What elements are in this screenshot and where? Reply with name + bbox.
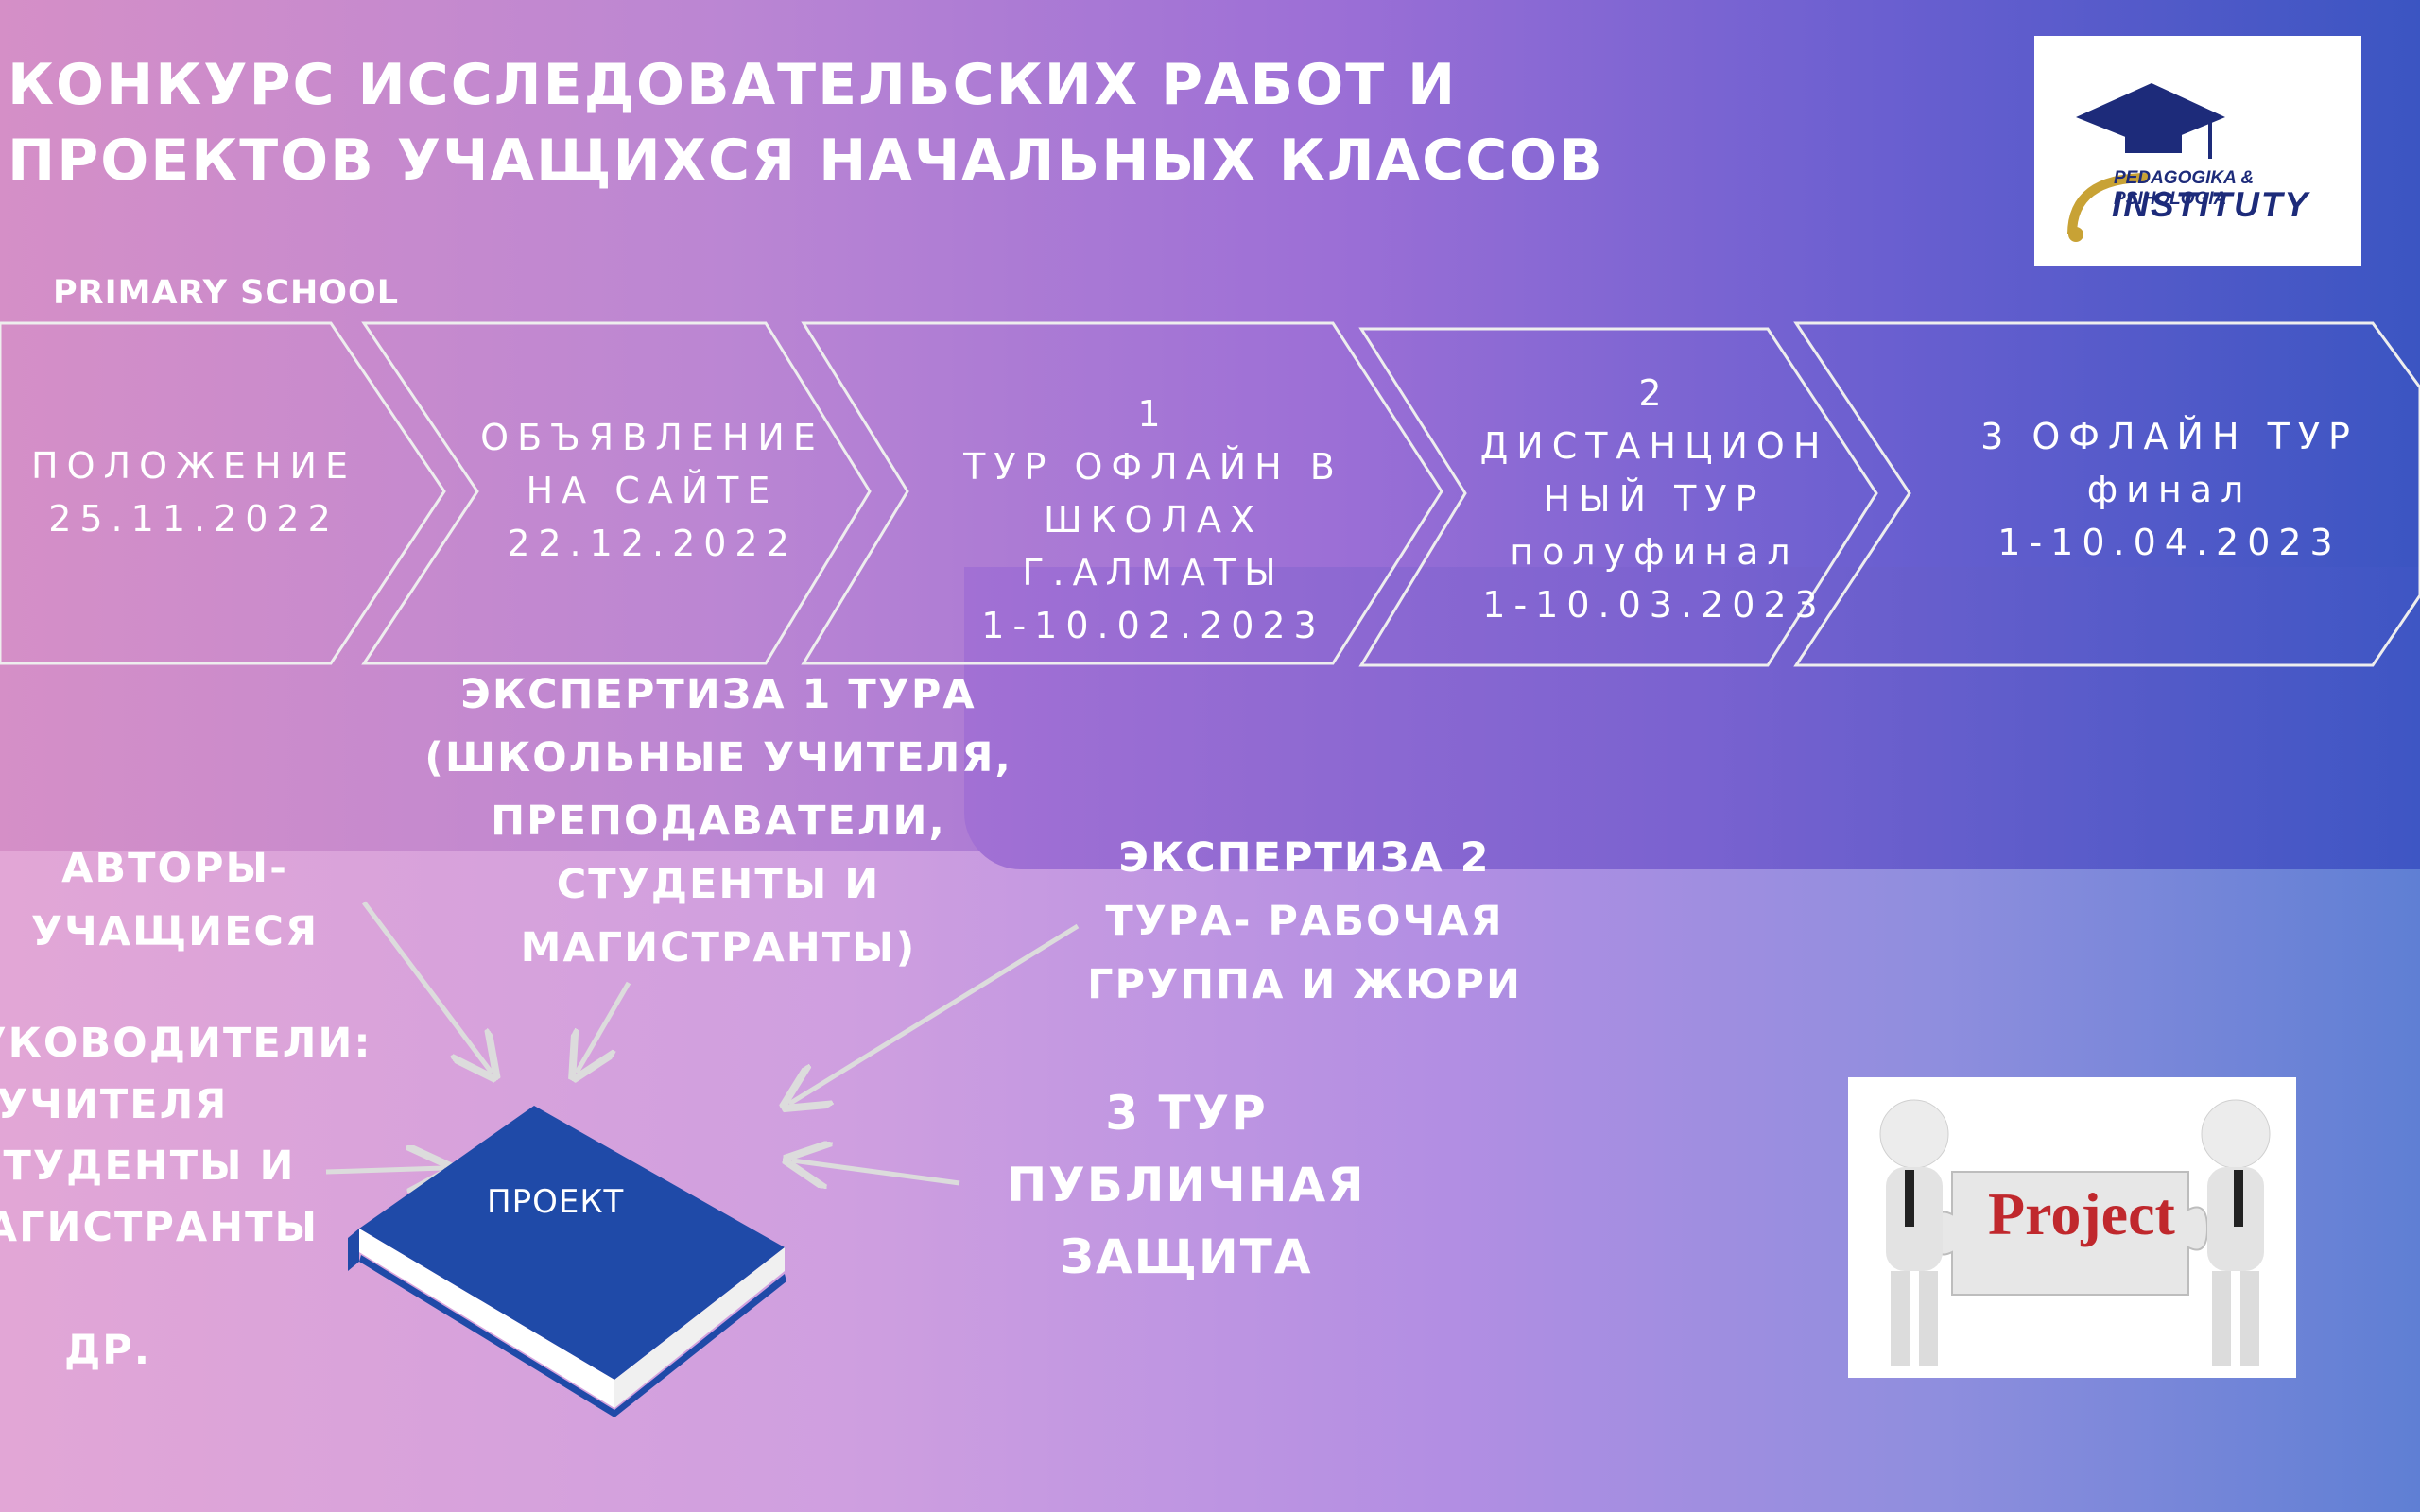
upper-background-panel <box>964 567 2420 869</box>
step-2-line-1: ОБЪЯВЛЕНИЕ <box>480 417 824 458</box>
timeline-step-2: ОБЪЯВЛЕНИЕ НА САЙТЕ 22.12.2022 <box>463 411 841 570</box>
institute-logo: PEDAGOGIKA & PSIHOLOGIA INSTITUTY <box>2034 36 2361 266</box>
chevron-step-2 <box>361 321 872 665</box>
expertise-1-line-3: ПРЕПОДАВАТЕЛИ, <box>491 798 946 845</box>
timeline-step-3: 1 ТУР ОФЛАЙН В ШКОЛАХ Г.АЛМАТЫ 1-10.02.2… <box>908 387 1399 652</box>
book-icon <box>348 1106 786 1418</box>
supervisors-line-2: УЧИТЕЛЯ <box>0 1081 229 1128</box>
step-3-number: 1 <box>1137 393 1169 435</box>
tour-3-line-3: ЗАЩИТА <box>1060 1229 1313 1284</box>
timeline-step-5: 3 ОФЛАЙН ТУР финал 1-10.04.2023 <box>1947 410 2392 569</box>
expertise-1-line-1: ЭКСПЕРТИЗА 1 ТУРА <box>460 671 977 718</box>
arrow-from-supervisors <box>325 1168 444 1172</box>
step-2-date: 22.12.2022 <box>507 523 798 564</box>
step-5-line-2: финал <box>2086 469 2253 510</box>
label-expertise-2: ЭКСПЕРТИЗА 2 ТУРА- РАБОЧАЯ ГРУППА И ЖЮРИ <box>1059 827 1550 1017</box>
supervisors-line-1: РУКОВОДИТЕЛИ: <box>0 1020 372 1067</box>
label-tour-3: 3 ТУР ПУБЛИЧНАЯ ЗАЩИТА <box>988 1077 1385 1293</box>
timeline-step-4: 2 ДИСТАНЦИОН НЫЙ ТУР полуфинал 1-10.03.2… <box>1465 367 1843 631</box>
arrow-from-authors <box>362 901 492 1073</box>
step-4-number: 2 <box>1638 372 1670 414</box>
step-3-date: 1-10.02.2023 <box>981 605 1325 646</box>
expertise-2-line-3: ГРУППА И ЖЮРИ <box>1087 961 1522 1008</box>
step-4-date: 1-10.03.2023 <box>1482 584 1826 626</box>
authors-line-2: УЧАЩИЕСЯ <box>30 908 320 955</box>
step-5-date: 1-10.04.2023 <box>1997 522 2342 563</box>
expertise-1-line-4: СТУДЕНТЫ И <box>556 861 881 908</box>
project-book: ПРОЕКТ <box>340 1096 813 1421</box>
chevron-step-3 <box>801 321 1443 665</box>
supervisors-line-4: МАГИСТРАНТЫ И <box>0 1204 320 1251</box>
expertise-2-line-2: ТУРА- РАБОЧАЯ <box>1105 898 1504 945</box>
chevron-step-1 <box>0 321 446 665</box>
timeline-step-1: ПОЛОЖЕНИЕ 25.11.2022 <box>19 439 369 545</box>
title-line-1: КОНКУРС ИССЛЕДОВАТЕЛЬСКИХ РАБОТ И <box>8 52 1458 118</box>
step-1-title: ПОЛОЖЕНИЕ <box>31 445 356 487</box>
chevron-step-5 <box>1793 321 2420 667</box>
step-4-line-1: ДИСТАНЦИОН <box>1479 425 1829 467</box>
step-4-line-3: полуфинал <box>1510 531 1799 573</box>
tour-3-line-2: ПУБЛИЧНАЯ <box>1007 1158 1366 1212</box>
project-image-text: Project <box>1988 1180 2175 1247</box>
step-3-line-1: ТУР ОФЛАЙН В <box>963 446 1343 488</box>
label-authors: АВТОРЫ- УЧАЩИЕСЯ <box>19 837 331 964</box>
label-supervisors: РУКОВОДИТЕЛИ: УЧИТЕЛЯ СТУДЕНТЫ И МАГИСТР… <box>0 1013 372 1382</box>
book-label: ПРОЕКТ <box>487 1183 625 1221</box>
step-3-line-2: ШКОЛАХ Г.АЛМАТЫ <box>1022 499 1285 593</box>
page-title: КОНКУРС ИССЛЕДОВАТЕЛЬСКИХ РАБОТ И ПРОЕКТ… <box>8 47 1615 198</box>
step-2-line-2: НА САЙТЕ <box>526 470 779 511</box>
puzzle-people-icon <box>1848 1077 2296 1378</box>
step-4-line-2: НЫЙ ТУР <box>1543 478 1766 520</box>
arrow-from-expertise-1 <box>577 981 631 1073</box>
arrow-from-tour-3 <box>792 1160 960 1183</box>
graduation-cap-icon <box>2067 83 2225 242</box>
expertise-1-line-5: МАГИСТРАНТЫ) <box>520 924 917 971</box>
project-puzzle-image: Project <box>1848 1077 2296 1378</box>
logo-text-top: PEDAGOGIKA & PSIHOLOGIA <box>2114 168 2255 209</box>
label-expertise-1: ЭКСПЕРТИЗА 1 ТУРА (ШКОЛЬНЫЕ УЧИТЕЛЯ, ПРЕ… <box>406 663 1030 980</box>
arrow-from-expertise-2 <box>789 923 1080 1104</box>
title-line-2: ПРОЕКТОВ УЧАЩИХСЯ НАЧАЛЬНЫХ КЛАССОВ <box>8 128 1604 194</box>
logo-text-bottom: INSTITUTY <box>2112 185 2310 224</box>
chevron-step-4 <box>1358 327 1878 667</box>
step-1-date: 25.11.2022 <box>48 498 339 540</box>
supervisors-line-5: ДР. <box>64 1327 152 1374</box>
subtitle: PRIMARY SCHOOL <box>53 274 400 312</box>
timeline-chevrons <box>0 321 2420 667</box>
supervisors-line-3: СТУДЕНТЫ И <box>0 1143 296 1190</box>
expertise-2-line-1: ЭКСПЕРТИЗА 2 <box>1118 834 1491 882</box>
authors-line-1: АВТОРЫ- <box>61 845 288 892</box>
tour-3-line-1: 3 ТУР <box>1105 1086 1268 1141</box>
expertise-1-line-2: (ШКОЛЬНЫЕ УЧИТЕЛЯ, <box>424 734 1012 782</box>
step-5-line-1: 3 ОФЛАЙН ТУР <box>1980 416 2359 457</box>
